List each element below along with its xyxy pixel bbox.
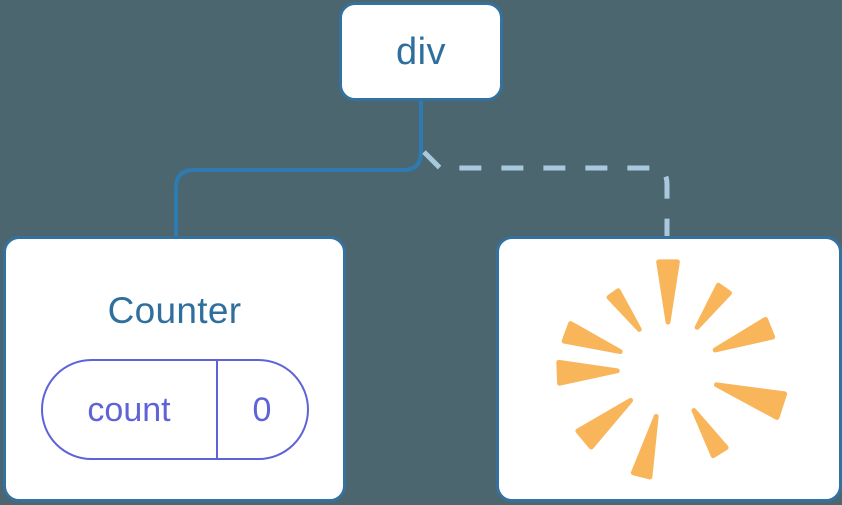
spark-ray-1 — [606, 288, 642, 332]
node-spark[interactable] — [496, 236, 842, 502]
node-counter-label: Counter — [107, 290, 242, 331]
spark-ray-4 — [575, 397, 634, 450]
state-pill[interactable]: count 0 — [40, 359, 309, 460]
spark-ray-5 — [630, 413, 659, 480]
state-value-label: 0 — [252, 390, 272, 429]
edge-div-to-spark — [422, 150, 670, 236]
spark-burst-icon — [556, 259, 788, 480]
edge-div-to-counter — [174, 99, 423, 238]
state-pill-value-cell: 0 — [218, 361, 307, 458]
node-div-label: div — [395, 30, 447, 73]
state-key-label: count — [87, 390, 171, 429]
state-pill-key-cell: count — [43, 361, 218, 458]
spark-ray-0 — [656, 259, 680, 325]
node-counter[interactable]: Counter count 0 — [3, 236, 346, 502]
spark-ray-2 — [561, 321, 623, 355]
node-div[interactable]: div — [339, 2, 503, 101]
spark-ray-8 — [712, 316, 776, 353]
spark-rays — [556, 259, 788, 480]
spark-ray-6 — [691, 408, 729, 459]
spark-ray-7 — [713, 382, 788, 420]
spark-ray-3 — [556, 359, 620, 386]
spark-ray-9 — [694, 282, 732, 330]
